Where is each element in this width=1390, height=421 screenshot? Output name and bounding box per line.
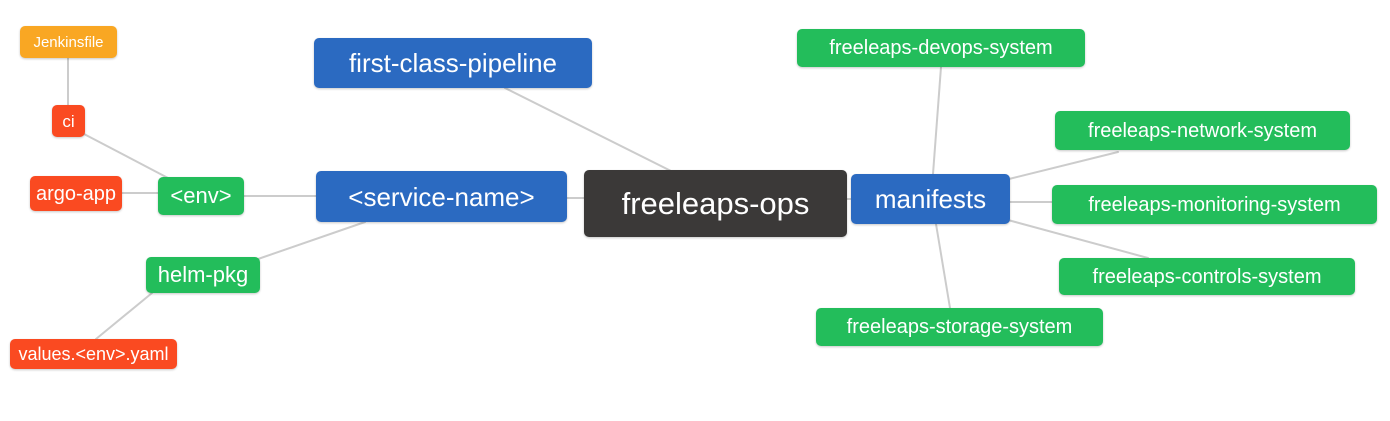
edge-manifests-network [1008,151,1119,180]
edge-manifests-storage [935,223,951,309]
node-first-class-pipeline[interactable]: first-class-pipeline [314,38,592,88]
node-service-name[interactable]: <service-name> [316,171,567,222]
edge-helm-pkg-values [95,292,153,340]
node-jenkinsfile[interactable]: Jenkinsfile [20,26,117,58]
node-freeleaps-monitoring-system[interactable]: freeleaps-monitoring-system [1052,185,1377,224]
edge-manifests-devops [932,66,942,175]
edge-manifests-controls [1007,219,1149,259]
edge-ci-env [83,133,169,179]
node-helm-pkg[interactable]: helm-pkg [146,257,260,293]
node-values-env-yaml[interactable]: values.<env>.yaml [10,339,177,369]
node-manifests[interactable]: manifests [851,174,1010,224]
node-freeleaps-ops-root[interactable]: freeleaps-ops [584,170,847,237]
node-ci[interactable]: ci [52,105,85,137]
edge-service-name-helm-pkg [257,221,366,260]
node-argo-app[interactable]: argo-app [30,176,122,211]
node-env[interactable]: <env> [158,177,244,215]
edge-pipeline-root [504,87,674,173]
node-freeleaps-controls-system[interactable]: freeleaps-controls-system [1059,258,1355,295]
node-freeleaps-storage-system[interactable]: freeleaps-storage-system [816,308,1103,346]
node-freeleaps-devops-system[interactable]: freeleaps-devops-system [797,29,1085,67]
node-freeleaps-network-system[interactable]: freeleaps-network-system [1055,111,1350,150]
